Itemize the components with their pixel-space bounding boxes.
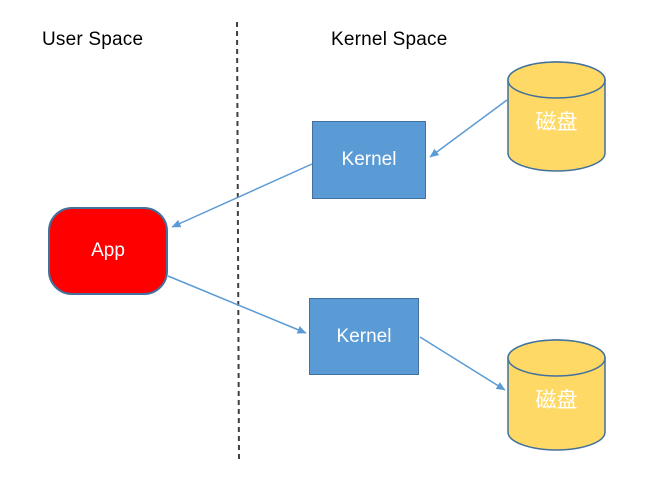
app-node-label: App [91,240,125,261]
app-node: App [48,207,168,295]
kernel-bottom-node: Kernel [309,298,419,375]
arrow-kernel-top-to-app [171,163,313,228]
kernel-space-title: Kernel Space [331,29,448,50]
arrow-app-to-kernel-bottom [167,275,307,334]
user-space-title: User Space [42,29,144,50]
space-divider-dashed-line [236,21,240,463]
kernel-top-node: Kernel [312,121,426,199]
arrow-kernel-bottom-to-disk-bottom [419,336,506,391]
kernel-bottom-node-label: Kernel [336,325,392,347]
disk-top-label: 磁盘 [535,111,578,134]
disk-cylinder-top [507,61,606,172]
arrow-disk-top-to-kernel-top [429,99,508,158]
disk-cylinder-bottom [507,339,606,451]
disk-bottom-label: 磁盘 [535,389,578,412]
disk-cylinder-bottom-rim [507,339,606,377]
kernel-top-node-label: Kernel [341,149,397,170]
disk-cylinder-top-rim [507,61,606,99]
